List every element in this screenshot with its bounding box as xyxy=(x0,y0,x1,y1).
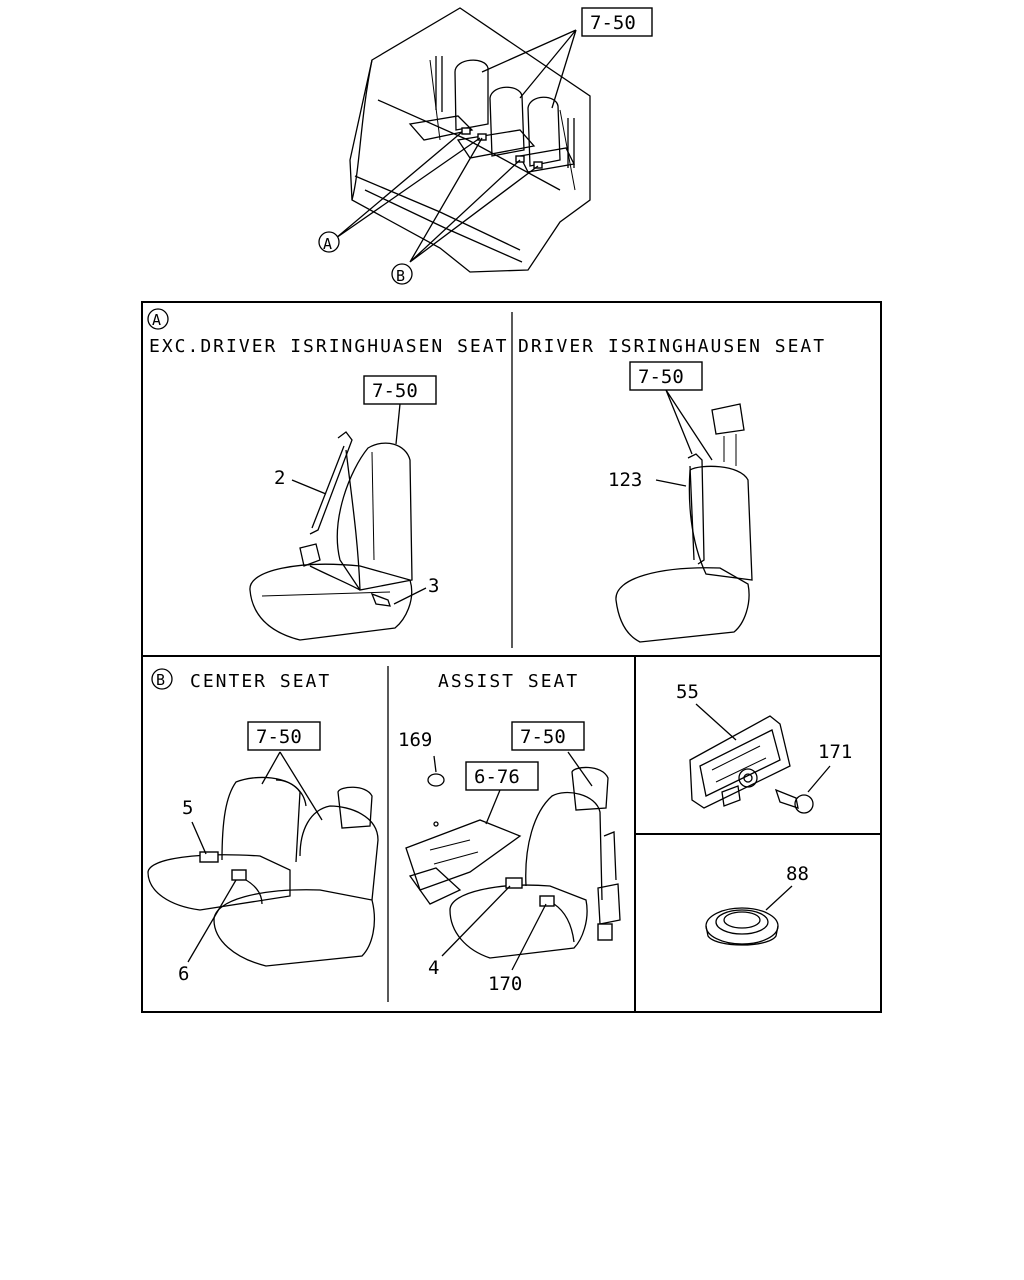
panel-b-assist-ref: 7-50 xyxy=(520,726,566,748)
leader-7-50-assist xyxy=(567,751,593,787)
overview-ref-label: 7-50 xyxy=(590,12,636,34)
assist-seat-illustration xyxy=(405,766,621,959)
cab-overview-illustration xyxy=(335,7,591,273)
panel-b-center-ref: 7-50 xyxy=(256,726,302,748)
callout-a-label: A xyxy=(323,235,332,253)
leader-7-50-a-left xyxy=(395,403,401,445)
panel-a-left-title: EXC.DRIVER ISRINGHUASEN SEAT xyxy=(149,336,508,357)
buckle-bracket-illustration xyxy=(689,715,791,809)
leader-part-170 xyxy=(511,903,547,971)
leader-part-123 xyxy=(655,479,687,487)
overview-ref-box xyxy=(581,7,653,37)
panel-b-assist-ref-box xyxy=(511,721,585,751)
panel-b-assist-ref2-box xyxy=(465,761,539,791)
part-4-label: 4 xyxy=(428,957,439,979)
leader-part-88 xyxy=(765,885,793,911)
panel-a-left-ref-box xyxy=(363,375,437,405)
part-170-label: 170 xyxy=(488,973,522,995)
part-169-label: 169 xyxy=(398,729,432,751)
driver-seat-standard-illustration xyxy=(249,431,413,641)
panel-b-marker-circle xyxy=(151,668,173,690)
part-3-label: 3 xyxy=(428,575,439,597)
part-6-label: 6 xyxy=(178,963,189,985)
panel-a-marker-circle xyxy=(147,308,169,330)
callout-a-circle xyxy=(318,231,340,253)
leader-part-4 xyxy=(441,885,511,957)
part-123-label: 123 xyxy=(608,469,642,491)
center-seat-illustration xyxy=(147,776,379,967)
part-2-label: 2 xyxy=(274,467,285,489)
leader-part-5 xyxy=(191,821,207,855)
panel-b-center-title: CENTER SEAT xyxy=(190,671,331,692)
leader-part-6 xyxy=(187,879,237,963)
panel-a-right-ref-box xyxy=(629,361,703,391)
part-55-label: 55 xyxy=(676,681,699,703)
panel-b-assist-ref2: 6-76 xyxy=(474,766,520,788)
grommet-illustration xyxy=(705,907,779,946)
callout-b-label: B xyxy=(396,267,405,285)
panel-a-left-ref: 7-50 xyxy=(372,380,418,402)
leader-part-3 xyxy=(393,587,427,605)
leader-7-50-a-right xyxy=(665,389,713,461)
leader-part-2 xyxy=(291,479,327,495)
leader-6-76-assist xyxy=(485,789,501,825)
leader-part-169 xyxy=(433,755,437,773)
callout-b-circle xyxy=(391,263,413,285)
panel-b-assist-title: ASSIST SEAT xyxy=(438,671,579,692)
panel-b-marker: B xyxy=(156,671,165,689)
leader-part-171 xyxy=(807,765,831,793)
panel-b-center-ref-box xyxy=(247,721,321,751)
driver-seat-isringhausen-illustration xyxy=(615,403,753,643)
part-5-label: 5 xyxy=(182,797,193,819)
detail-frame xyxy=(141,301,882,1013)
leader-part-55 xyxy=(695,703,737,741)
panel-a-marker: A xyxy=(152,311,161,329)
part-88-label: 88 xyxy=(786,863,809,885)
part-171-label: 171 xyxy=(818,741,852,763)
panel-a-right-ref: 7-50 xyxy=(638,366,684,388)
panel-a-right-title: DRIVER ISRINGHAUSEN SEAT xyxy=(518,336,826,357)
leader-7-50-center xyxy=(261,751,323,821)
clip-fastener-illustration xyxy=(774,788,814,814)
